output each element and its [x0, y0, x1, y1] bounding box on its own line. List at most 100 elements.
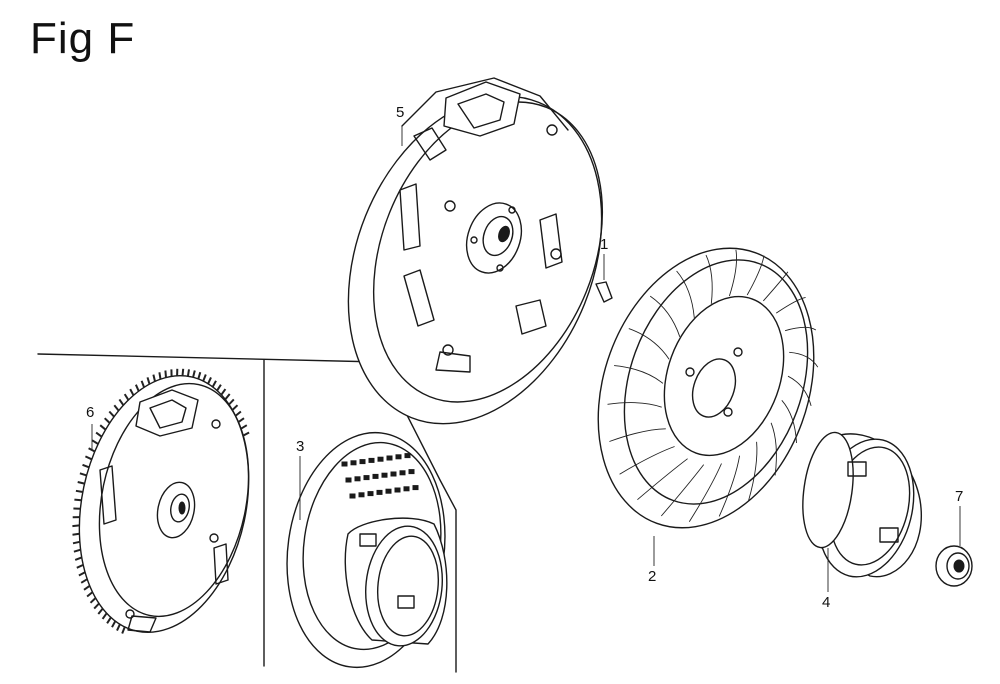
- gear-tooth: [197, 371, 202, 380]
- gear-tooth: [76, 563, 84, 569]
- gear-tooth: [84, 455, 93, 461]
- fan-blade: [728, 249, 737, 297]
- gear-tooth: [121, 626, 126, 634]
- pulley-slot: [394, 487, 401, 493]
- fan-blade: [607, 402, 662, 408]
- callout-3: 3: [296, 438, 305, 455]
- callout-7: 7: [955, 488, 964, 505]
- pulley-slot: [372, 473, 379, 479]
- gear-tooth: [82, 463, 90, 469]
- part-5-housing: [347, 77, 604, 425]
- gear-tooth: [216, 384, 222, 392]
- pulley-slot: [341, 461, 348, 467]
- fan-blade: [762, 271, 789, 302]
- pulley-slot: [390, 471, 397, 477]
- callout-4: 4: [822, 594, 831, 611]
- gear-tooth: [134, 384, 140, 392]
- gear-tooth: [72, 532, 80, 536]
- fan-blade: [628, 328, 670, 360]
- gear-tooth: [186, 369, 190, 377]
- pulley-slot: [349, 493, 356, 499]
- callout-1: 1: [600, 236, 609, 253]
- pulley-slot: [377, 456, 384, 462]
- gear-tooth: [116, 623, 121, 632]
- pulley-slot: [367, 491, 374, 497]
- gear-tooth: [97, 607, 104, 615]
- callout-2: 2: [648, 568, 657, 585]
- leader-lines: [91, 126, 961, 592]
- gear-tooth: [77, 481, 85, 485]
- fan-blade: [609, 428, 666, 442]
- gear-tooth: [164, 370, 167, 378]
- gear-tooth: [220, 388, 227, 396]
- pulley-slot: [404, 453, 411, 459]
- part-7-nut: [935, 545, 973, 587]
- fan-blade: [619, 446, 675, 475]
- pulley-slot: [368, 457, 375, 463]
- part-3-pulley: [286, 431, 448, 669]
- gear-tooth: [242, 431, 250, 437]
- pulley-slot: [354, 476, 361, 482]
- fan-blade: [787, 375, 812, 407]
- gear-tooth: [240, 424, 248, 430]
- pulley-slot: [395, 454, 402, 460]
- gear-tooth: [211, 380, 217, 388]
- gear-tooth: [152, 374, 156, 382]
- gear-tooth: [86, 591, 94, 598]
- gear-tooth: [93, 602, 100, 610]
- pulley-slot: [412, 485, 419, 491]
- gear-tooth: [83, 584, 91, 591]
- gear-tooth: [75, 489, 83, 493]
- gear-tooth: [113, 404, 120, 412]
- pulley-slot: [376, 489, 383, 495]
- fan-blade: [748, 441, 758, 501]
- pulley-slot: [381, 472, 388, 478]
- part-1-key: [595, 281, 613, 303]
- fan-blade: [770, 422, 777, 476]
- gear-tooth: [192, 370, 196, 378]
- gear-tooth: [95, 431, 103, 438]
- gear-tooth: [118, 398, 125, 406]
- pulley-slot: [399, 470, 406, 476]
- fan-blade: [781, 400, 797, 444]
- pulley-slot: [363, 475, 370, 481]
- pulley-slot: [403, 486, 410, 492]
- gear-tooth: [237, 417, 245, 424]
- fan-blade: [649, 295, 681, 337]
- gear-tooth: [80, 578, 88, 584]
- gear-tooth: [231, 404, 239, 411]
- fan-blade: [688, 463, 722, 522]
- callout-6: 6: [86, 404, 95, 421]
- gear-tooth: [104, 417, 111, 424]
- fan-blade: [676, 270, 695, 318]
- fan-blade: [746, 255, 765, 296]
- pulley-slot: [385, 488, 392, 494]
- fan-blade: [705, 254, 713, 304]
- part-6-gear-housing: [72, 368, 250, 634]
- fan-blade: [614, 365, 664, 384]
- pulley-slot: [386, 455, 393, 461]
- fan-blade: [784, 326, 817, 332]
- group-frame: [37, 353, 457, 673]
- gear-tooth: [99, 424, 107, 431]
- gear-tooth: [91, 439, 99, 445]
- fan-blade: [718, 455, 741, 517]
- pulley-slot: [350, 460, 357, 466]
- gear-tooth: [146, 377, 151, 385]
- part-4-pulley: [802, 431, 922, 578]
- gear-tooth: [158, 372, 162, 380]
- fan-blade: [775, 296, 806, 314]
- gear-tooth: [74, 556, 83, 561]
- pulley-slot: [358, 492, 365, 498]
- gear-tooth: [228, 398, 235, 406]
- gear-tooth: [202, 374, 207, 382]
- callout-5: 5: [396, 104, 405, 121]
- gear-tooth: [207, 376, 212, 385]
- gear-tooth: [79, 472, 87, 477]
- gear-tooth: [106, 616, 112, 624]
- gear-tooth: [72, 540, 81, 545]
- pulley-slot: [359, 459, 366, 465]
- gear-tooth: [101, 612, 108, 620]
- gear-tooth: [234, 410, 242, 417]
